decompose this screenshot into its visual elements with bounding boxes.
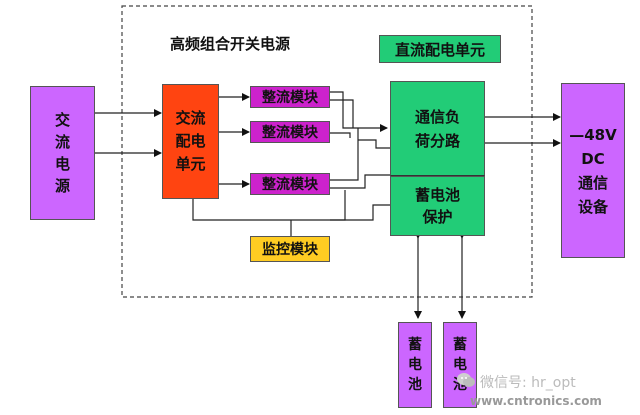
rectifier-module-2: 整流模块 xyxy=(250,121,330,143)
dc-distribution-unit-label: 直流配电单元 xyxy=(379,35,501,63)
ac-source-box: 交 流 电 源 xyxy=(30,86,95,220)
comm-load-branch-box: 通信负 荷分路 xyxy=(390,81,485,176)
power-supply-title: 高频组合开关电源 xyxy=(170,35,291,53)
wechat-watermark: 微信号: hr_opt xyxy=(480,375,576,391)
telecom-device-box: —48V DC 通信 设备 xyxy=(561,83,625,258)
rectifier-module-1: 整流模块 xyxy=(250,86,330,108)
rectifier-module-3: 整流模块 xyxy=(250,173,330,195)
power-supply-boundary xyxy=(121,5,533,298)
battery-2-box: 蓄 电 池 xyxy=(443,322,477,408)
site-watermark: www.cntronics.com xyxy=(470,394,602,408)
wechat-logo-icon xyxy=(456,372,476,388)
battery-1-box: 蓄 电 池 xyxy=(398,322,432,408)
battery-protection-box: 蓄电池 保护 xyxy=(390,176,485,236)
monitor-module-box: 监控模块 xyxy=(250,236,330,262)
ac-distribution-unit-box: 交流 配电 单元 xyxy=(162,84,219,199)
